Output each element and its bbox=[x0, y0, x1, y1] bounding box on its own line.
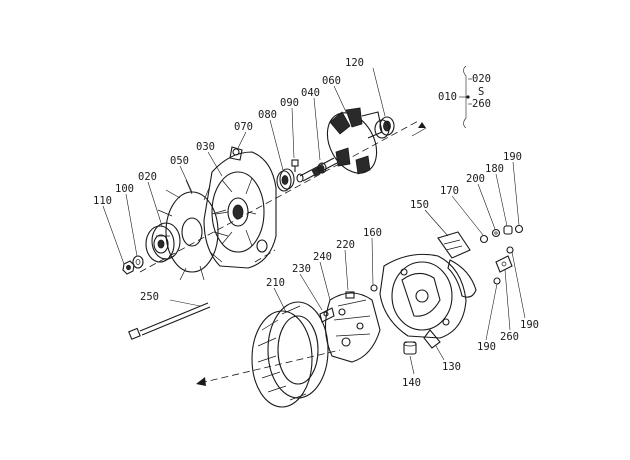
assembly-range-to: 260 bbox=[472, 98, 491, 110]
callout-210: 210 bbox=[266, 277, 285, 289]
hardware-190-low bbox=[493, 277, 501, 285]
assembly-index: 010 020 S 260 bbox=[438, 65, 491, 129]
callout-060: 060 bbox=[322, 75, 341, 87]
callout-020: 020 bbox=[138, 171, 157, 183]
callout-150: 150 bbox=[410, 199, 429, 211]
hardware-180 bbox=[503, 225, 513, 235]
callout-140: 140 bbox=[402, 377, 421, 389]
callout-180: 180 bbox=[485, 163, 504, 175]
callout-190-mid: 190 bbox=[520, 319, 539, 331]
regulator bbox=[437, 231, 477, 298]
rectifier-assembly bbox=[319, 291, 381, 363]
hardware-190-top bbox=[514, 224, 524, 234]
assembly-range-separator: S bbox=[478, 86, 484, 98]
callout-220: 220 bbox=[336, 239, 355, 251]
callout-080: 080 bbox=[258, 109, 277, 121]
callout-190-low: 190 bbox=[477, 341, 496, 353]
callout-130: 130 bbox=[442, 361, 461, 373]
pulley bbox=[145, 222, 181, 263]
callout-230: 230 bbox=[292, 263, 311, 275]
callout-110: 110 bbox=[93, 195, 112, 207]
bearing-080 bbox=[276, 168, 295, 192]
callout-030: 030 bbox=[196, 141, 215, 153]
callout-250: 250 bbox=[140, 291, 159, 303]
through-bolt bbox=[128, 302, 211, 340]
hardware-170 bbox=[479, 234, 489, 244]
callout-090: 090 bbox=[280, 97, 299, 109]
assembly-root-label: 010 bbox=[438, 91, 457, 103]
bearing-120 bbox=[374, 116, 395, 139]
bolt-160 bbox=[370, 284, 378, 292]
callout-labels: 120 060 040 090 080 070 030 050 020 100 … bbox=[93, 57, 539, 389]
bearing-040 bbox=[317, 162, 327, 174]
nut-110 bbox=[122, 260, 135, 275]
callout-240: 240 bbox=[313, 251, 332, 263]
callout-200: 200 bbox=[466, 173, 485, 185]
terminal-260 bbox=[495, 255, 513, 273]
callout-160: 160 bbox=[363, 227, 382, 239]
callout-040: 040 bbox=[301, 87, 320, 99]
axis-arrow-upper bbox=[418, 122, 426, 128]
callout-190-top: 190 bbox=[503, 151, 522, 163]
callout-170: 170 bbox=[440, 185, 459, 197]
rotor bbox=[296, 107, 383, 183]
cooling-fan bbox=[156, 179, 229, 281]
washer-100 bbox=[132, 255, 144, 269]
hardware-190-mid bbox=[506, 246, 514, 254]
rear-cover bbox=[379, 253, 467, 349]
front-bracket bbox=[203, 146, 277, 269]
shaft-axis-line bbox=[139, 119, 421, 273]
callout-050: 050 bbox=[170, 155, 189, 167]
callout-120: 120 bbox=[345, 57, 364, 69]
stator bbox=[251, 301, 329, 408]
bushing-140 bbox=[403, 341, 417, 355]
callout-260: 260 bbox=[500, 331, 519, 343]
hardware-200 bbox=[491, 228, 501, 238]
leader-lines bbox=[102, 67, 526, 375]
axis-arrow-lower bbox=[196, 377, 206, 386]
callout-070: 070 bbox=[234, 121, 253, 133]
screw-090 bbox=[291, 159, 299, 172]
callout-100: 100 bbox=[115, 183, 134, 195]
assembly-range-from: 020 bbox=[472, 73, 491, 85]
